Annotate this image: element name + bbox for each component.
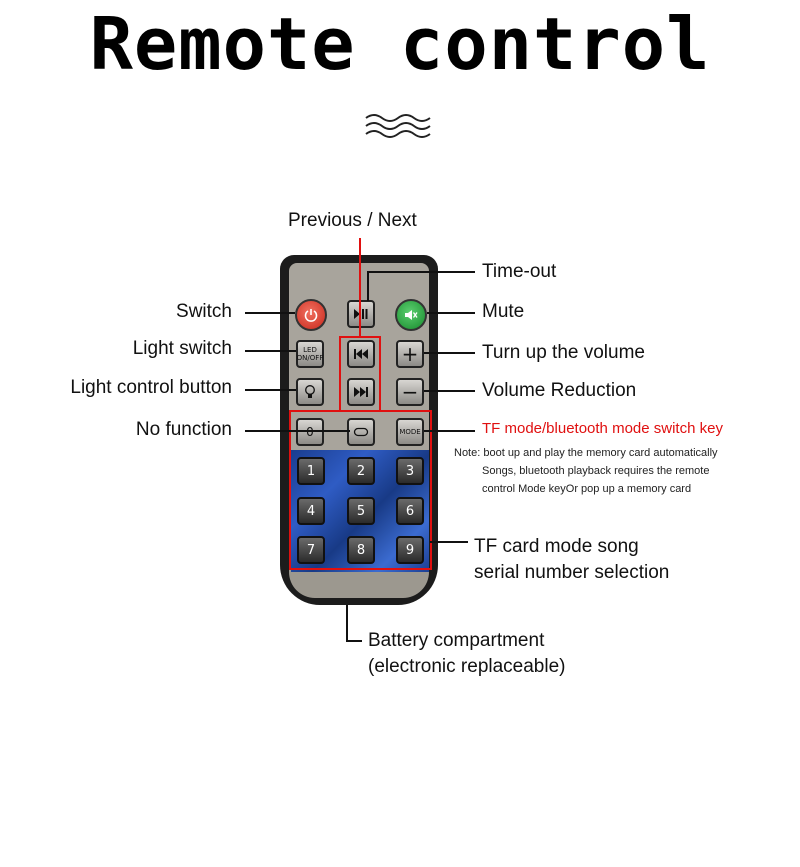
pointer-timeout-v <box>367 271 369 301</box>
label-battery-2: (electronic replaceable) <box>368 656 566 677</box>
number-key-9[interactable]: 9 <box>396 536 424 564</box>
pointer-no-function <box>245 430 350 432</box>
power-button[interactable] <box>295 299 327 331</box>
pointer-volume-down <box>424 390 475 392</box>
page-title: Remote control <box>89 2 711 86</box>
mode-button[interactable]: MODE <box>396 418 424 446</box>
label-light-switch: Light switch <box>132 338 232 359</box>
note-line-3: control Mode keyOr pop up a memory card <box>482 483 692 495</box>
prev-next-highlight <box>339 336 381 412</box>
number-key-6[interactable]: 6 <box>396 497 424 525</box>
note-line-2: Songs, bluetooth playback requires the r… <box>482 465 710 477</box>
label-mute: Mute <box>482 301 525 322</box>
power-icon <box>304 309 318 322</box>
pointer-battery-h <box>346 640 362 642</box>
pointer-timeout-h <box>367 271 475 273</box>
next-icon <box>354 387 368 397</box>
mute-icon <box>405 310 418 320</box>
number-key-5[interactable]: 5 <box>347 497 375 525</box>
label-previous-next: Previous / Next <box>288 210 417 231</box>
mute-button[interactable] <box>395 299 427 331</box>
note-line-1: Note: boot up and play the memory card a… <box>454 447 718 459</box>
wave-divider-icon <box>365 114 431 138</box>
label-battery-1: Battery compartment <box>368 630 545 651</box>
prev-next-pointer <box>359 238 361 336</box>
label-tf-song-1: TF card mode song <box>474 536 639 557</box>
number-key-1[interactable]: 1 <box>297 457 325 485</box>
number-keys-highlight <box>289 410 432 570</box>
repeat-icon <box>353 427 369 437</box>
label-turn-up-volume: Turn up the volume <box>482 342 645 363</box>
next-button[interactable] <box>347 378 375 406</box>
number-key-7[interactable]: 7 <box>297 536 325 564</box>
light-control-button[interactable] <box>296 378 324 406</box>
led-onoff-button[interactable]: LED ON/OFF <box>296 340 324 368</box>
pointer-mode <box>424 430 475 432</box>
bulb-icon <box>305 385 315 398</box>
label-switch: Switch <box>176 301 232 322</box>
play-pause-icon <box>354 309 368 319</box>
number-key-3[interactable]: 3 <box>396 457 424 485</box>
volume-down-button[interactable]: − <box>396 378 424 406</box>
pointer-tf-song <box>430 541 468 543</box>
pointer-battery-v <box>346 605 348 642</box>
pointer-volume-up <box>424 352 475 354</box>
label-tf-song-2: serial number selection <box>474 562 670 583</box>
pointer-mute <box>427 312 475 314</box>
play-pause-button[interactable] <box>347 300 375 328</box>
number-key-8[interactable]: 8 <box>347 536 375 564</box>
pointer-light-control <box>245 389 296 391</box>
zero-button[interactable]: 0 <box>296 418 324 446</box>
number-key-2[interactable]: 2 <box>347 457 375 485</box>
label-time-out: Time-out <box>482 261 557 282</box>
previous-icon <box>354 349 368 359</box>
repeat-button[interactable] <box>347 418 375 446</box>
volume-up-button[interactable]: + <box>396 340 424 368</box>
number-key-4[interactable]: 4 <box>297 497 325 525</box>
battery-compartment <box>289 570 429 598</box>
label-light-control: Light control button <box>70 377 232 398</box>
label-tf-mode-switch: TF mode/bluetooth mode switch key <box>482 420 723 437</box>
previous-button[interactable] <box>347 340 375 368</box>
pointer-switch <box>245 312 295 314</box>
pointer-light-switch <box>245 350 296 352</box>
label-volume-reduction: Volume Reduction <box>482 380 637 401</box>
label-no-function: No function <box>135 419 232 440</box>
